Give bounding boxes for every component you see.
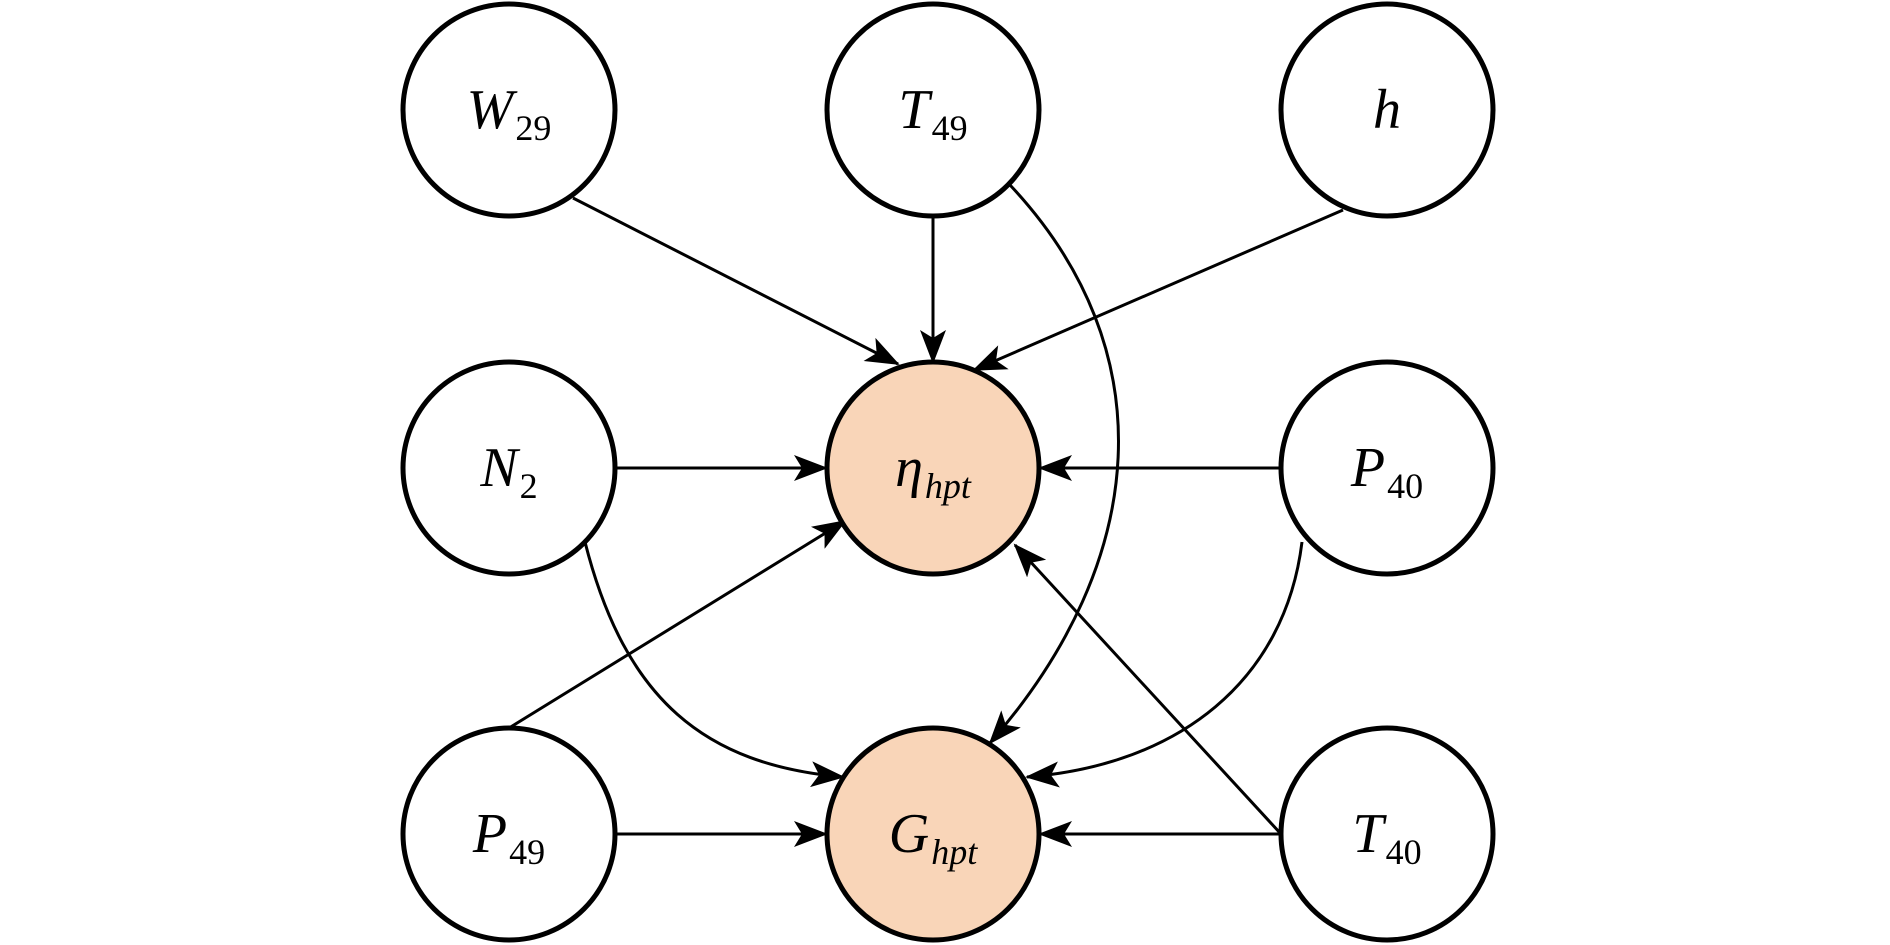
node-subscript: 49 — [509, 832, 545, 872]
node-circle — [400, 359, 618, 577]
node-circle — [400, 725, 618, 943]
node-subscript: hpt — [931, 832, 978, 872]
node-circle — [824, 359, 1042, 577]
node-circle — [400, 1, 618, 219]
node-label: N2 — [479, 437, 537, 506]
node-label: T40 — [1352, 803, 1421, 872]
node-eta: ηhpt — [824, 359, 1042, 577]
node-circle — [824, 725, 1042, 943]
node-n2: N2 — [400, 359, 618, 577]
node-h: h — [1278, 1, 1496, 219]
node-subscript: 40 — [1386, 832, 1422, 872]
node-symbol: h — [1373, 79, 1401, 141]
edges — [508, 183, 1344, 847]
node-symbol: P — [1350, 437, 1385, 499]
node-circle — [1278, 359, 1496, 577]
node-subscript: 49 — [932, 108, 968, 148]
edge-h-to-eta — [972, 208, 1344, 372]
node-symbol: T — [1352, 803, 1387, 865]
node-circle — [1278, 725, 1496, 943]
node-label: P40 — [1350, 437, 1423, 506]
node-subscript: hpt — [925, 466, 972, 506]
node-label: W29 — [467, 79, 552, 148]
node-label: ηhpt — [895, 437, 972, 506]
node-t49: T49 — [824, 1, 1042, 219]
node-symbol: N — [479, 437, 520, 499]
edge-w29-to-eta — [572, 196, 900, 366]
node-t40: T40 — [1278, 725, 1496, 943]
node-subscript: 29 — [515, 108, 551, 148]
node-symbol: G — [889, 803, 929, 865]
node-label: Ghpt — [889, 803, 978, 872]
node-circle — [824, 1, 1042, 219]
node-label: h — [1373, 79, 1401, 141]
node-label: T49 — [898, 79, 967, 148]
node-symbol: T — [898, 79, 933, 141]
edge-t49-to-g — [988, 183, 1120, 745]
node-w29: W29 — [400, 1, 618, 219]
edge-p49-to-eta — [508, 519, 847, 730]
node-subscript: 40 — [1387, 466, 1423, 506]
node-p49: P49 — [400, 725, 618, 943]
node-circle — [1278, 1, 1496, 219]
edge-p40-to-g — [1025, 541, 1304, 788]
node-g: Ghpt — [824, 725, 1042, 943]
edge-n2-to-g — [583, 541, 845, 788]
node-symbol: W — [467, 79, 518, 141]
node-p40: P40 — [1278, 359, 1496, 577]
node-symbol: P — [472, 803, 507, 865]
node-symbol: η — [895, 437, 923, 499]
node-label: P49 — [472, 803, 545, 872]
node-subscript: 2 — [520, 466, 538, 506]
edge-t40-to-eta — [1013, 543, 1283, 836]
